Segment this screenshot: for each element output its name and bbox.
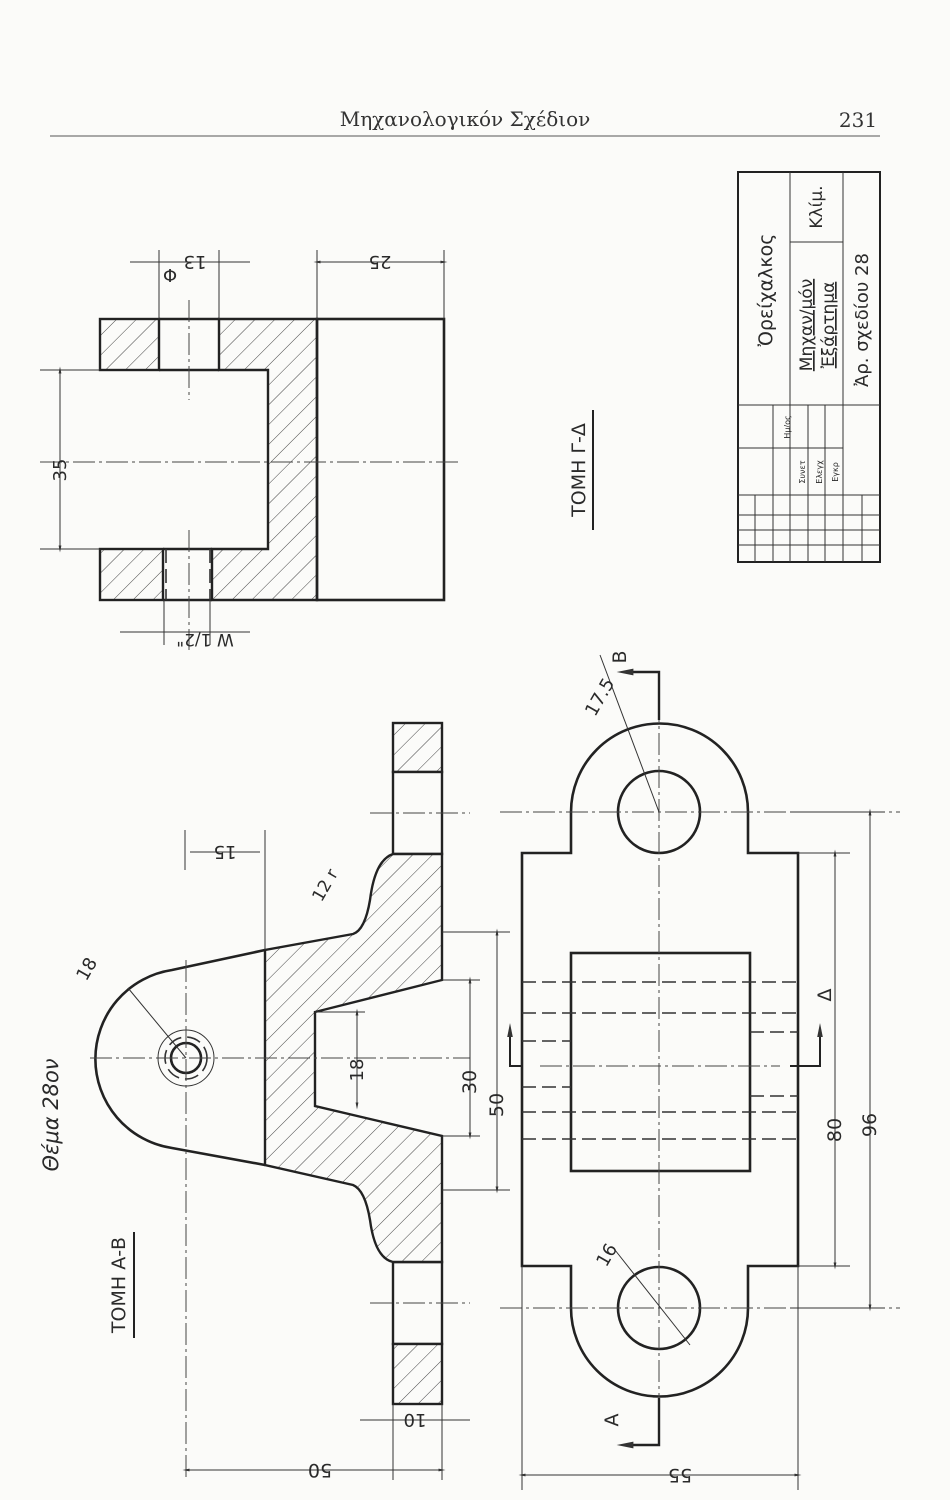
scale-label: Κλίμ. <box>807 185 827 228</box>
dim-top-radius: 18 <box>72 954 102 984</box>
department-label: Μηχαν/μόν <box>797 279 817 371</box>
dim-lug-radius: 17.5 <box>581 675 619 720</box>
approved-label: Εγκρ <box>831 462 840 482</box>
dim-flange: 10 <box>404 1409 427 1430</box>
drawn-label: Συνετ <box>798 460 807 483</box>
dim-overall: 50 <box>308 1459 332 1481</box>
exercise-label: Θέμα 28ον <box>39 1058 63 1171</box>
section-letter-a: Α <box>601 1414 623 1427</box>
dim-height: 15 <box>214 841 237 862</box>
plan-view <box>500 654 900 1490</box>
dim-depth: 25 <box>369 251 392 272</box>
section-letter-d: Δ <box>814 989 836 1002</box>
dim-base-width: 50 <box>486 1093 508 1117</box>
dim-phi: Φ <box>163 264 177 285</box>
section-ab-title: ΤΟΜΗ Α-Β <box>108 1237 130 1334</box>
dim-width: 55 <box>668 1464 692 1486</box>
section-gd-title: ΤΟΜΗ Γ-Δ <box>568 423 590 518</box>
dim-thread: W 1/2" <box>176 629 233 649</box>
dim-fillet: 12 r <box>309 866 343 905</box>
page-number: 231 <box>839 108 877 132</box>
drawing-number: Ἀρ. σχεδίου 28 <box>852 253 873 387</box>
dim-hole: 16 <box>592 1240 622 1270</box>
date-label: Ημ/ος <box>783 415 792 438</box>
dim-centers: 96 <box>859 1113 881 1137</box>
title-block <box>737 171 881 563</box>
dim-bore: 13 <box>184 251 207 272</box>
part-label: Ἐξάρτημα <box>819 282 839 369</box>
running-header: Μηχανολογικόν Σχέδιον <box>340 107 591 131</box>
dim-notch: 18 <box>347 1059 368 1082</box>
dim-notch-base: 30 <box>459 1070 481 1094</box>
dim-gap: 35 <box>50 459 71 482</box>
section-ab-view <box>90 721 510 1480</box>
material-label: Ὀρείχαλκος <box>755 234 777 347</box>
section-gd-view <box>40 250 460 650</box>
checked-label: Ελεγχ <box>815 460 824 484</box>
section-letter-b: Β <box>609 650 631 663</box>
dim-inner: 80 <box>824 1118 846 1142</box>
